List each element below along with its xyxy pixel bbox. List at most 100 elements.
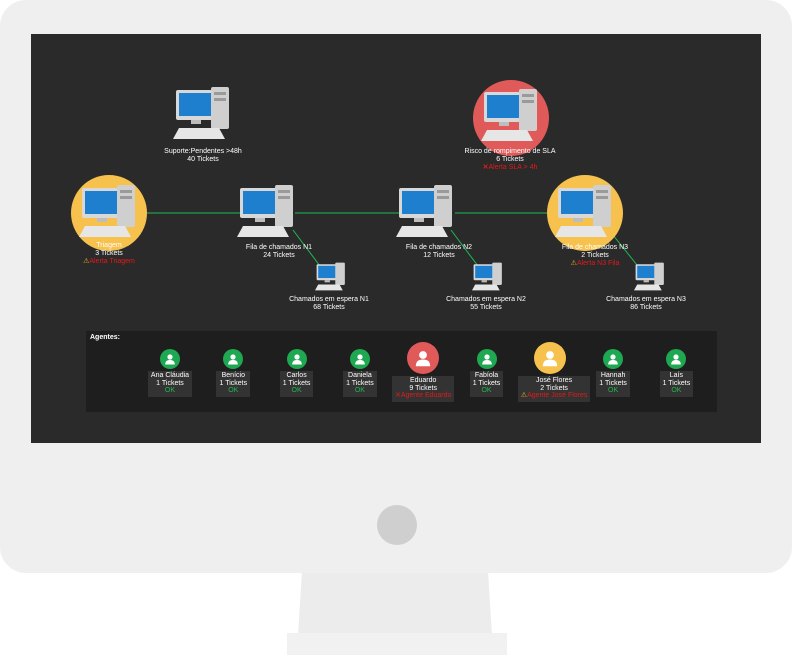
agent-status: OK — [481, 387, 492, 394]
camera-button — [377, 505, 417, 545]
node-espera-n1-count: 68 Tickets — [313, 304, 345, 311]
agent-status: OK — [608, 387, 619, 394]
user-icon — [671, 354, 682, 365]
agent-status: ⚠Agente José Flores — [521, 392, 588, 400]
agent-name: Laís — [669, 372, 683, 379]
agent-name: Hannah — [600, 372, 626, 379]
node-espera-n1-title: Chamados em espera N1 — [289, 296, 369, 303]
agent-name: Carlos — [286, 372, 307, 379]
agent-status: OK — [291, 387, 302, 394]
desktop-computer-icon — [634, 262, 664, 291]
agent-tickets: 9 Tickets — [409, 384, 437, 392]
warning-triangle-icon: ⚠ — [83, 258, 90, 265]
monitor-stand-neck — [298, 573, 492, 635]
agent-status-text: Agente Eduardo — [400, 392, 452, 399]
link-n2-espera — [450, 229, 482, 271]
user-icon — [355, 354, 365, 365]
node-sla-alert: ✕Alerta SLA > 4h — [440, 164, 580, 172]
agent-status: ✕Agente Eduardo — [395, 392, 451, 400]
agent-avatar — [223, 349, 244, 369]
node-triagem-title: Triagem — [96, 242, 122, 249]
user-icon — [291, 354, 302, 365]
node-fila-n3-count: 2 Tickets — [581, 252, 609, 259]
agent-tickets: 2 Tickets — [540, 384, 568, 392]
node-sla-count: 6 Tickets — [496, 156, 524, 163]
warning-triangle-icon: ⚠ — [520, 392, 528, 399]
agent-avatar — [286, 349, 307, 369]
node-fila-n3-alert-text: Alerta N3 Fila — [576, 260, 620, 267]
node-triagem-count: 3 Tickets — [95, 250, 123, 257]
agent-avatar — [160, 349, 180, 369]
agent-avatar — [407, 342, 440, 374]
agent-avatar — [476, 349, 497, 369]
desktop-computer-icon — [173, 87, 229, 139]
node-triagem-alert: ⚠Alerta Triagem — [39, 258, 179, 266]
agent-avatar — [349, 349, 370, 369]
node-fila-n1-count: 24 Tickets — [263, 252, 295, 259]
warning-triangle-icon: ⚠ — [570, 260, 577, 267]
agent-status: OK — [228, 387, 239, 394]
agent-name: Fabíola — [474, 372, 499, 379]
user-icon — [415, 351, 431, 367]
monitor-frame: Suporte:Pendentes >48h 40 Tickets Risco … — [0, 0, 792, 573]
desktop-computer-icon — [315, 262, 345, 291]
agent-tickets: 1 Tickets — [472, 379, 501, 387]
agent-avatar — [603, 349, 624, 369]
critical-x-icon: ✕ — [482, 164, 489, 171]
desktop-computer-icon — [472, 262, 502, 291]
agent-tickets: 1 Tickets — [219, 379, 248, 387]
agent-name: Benício — [221, 372, 245, 379]
critical-x-icon: ✕ — [394, 392, 401, 399]
agent-avatar — [533, 342, 566, 374]
agent-tickets: 1 Tickets — [156, 379, 184, 387]
agent-tickets: 1 Tickets — [662, 379, 691, 387]
agent-name: Ana Cláudia — [150, 372, 190, 379]
agent-name: José Flores — [536, 377, 573, 384]
agent-status-text: Agente José Flores — [527, 392, 588, 399]
node-fila-n1-title: Fila de chamados N1 — [245, 244, 313, 251]
agent-avatar — [666, 349, 687, 369]
node-pendentes-title: Suporte:Pendentes >48h — [164, 148, 242, 155]
agent-name: Daniela — [348, 372, 372, 379]
desktop-computer-icon — [79, 185, 135, 237]
link-n1-espera — [292, 229, 324, 271]
node-espera-n2-count: 55 Tickets — [470, 304, 502, 311]
user-icon — [228, 354, 239, 365]
agent-tickets: 1 Tickets — [282, 379, 311, 387]
node-espera-n3-count: 86 Tickets — [630, 304, 662, 311]
agent-status: OK — [164, 387, 176, 394]
agents-label: Agentes: — [90, 334, 120, 341]
node-espera-n3-title: Chamados em espera N3 — [606, 296, 686, 303]
node-fila-n3-alert: ⚠Alerta N3 Fila — [525, 260, 665, 268]
node-espera-n2-title: Chamados em espera N2 — [446, 296, 526, 303]
node-pendentes-count: 40 Tickets — [187, 156, 219, 163]
dashboard-screen: Suporte:Pendentes >48h 40 Tickets Risco … — [31, 34, 761, 443]
node-fila-n3-title: Fila de chamados N3 — [561, 244, 629, 251]
agent-tickets: 1 Tickets — [346, 379, 374, 387]
node-sla-alert-text: Alerta SLA > 4h — [488, 164, 538, 171]
agent-status: OK — [671, 387, 682, 394]
desktop-computer-icon — [481, 89, 537, 141]
desktop-computer-icon — [555, 185, 611, 237]
user-icon — [481, 354, 492, 365]
desktop-computer-icon — [396, 185, 452, 237]
user-icon — [542, 351, 557, 367]
agent-status: OK — [354, 387, 365, 394]
node-sla-title: Risco de rompimento de SLA — [464, 148, 556, 155]
